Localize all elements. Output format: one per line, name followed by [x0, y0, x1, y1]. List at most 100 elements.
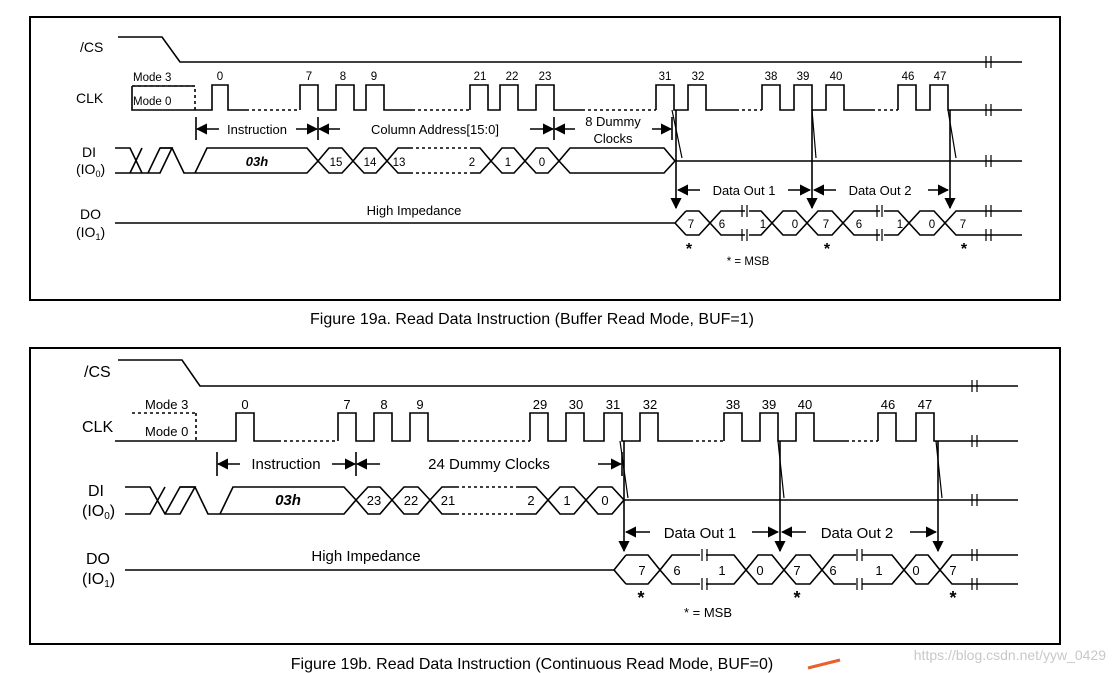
figure-a-do-label: DO — [80, 206, 101, 222]
figure-a-msb-star: * — [686, 241, 693, 258]
figure-b-di-bit: 22 — [404, 493, 418, 508]
figure-b-di-label: DI — [88, 483, 104, 500]
figure-a-do-bit: 7 — [823, 219, 829, 231]
figure-b-clk-start — [115, 412, 278, 442]
figure-a-clk-number: 9 — [371, 71, 377, 83]
figure-a-di-addr-high — [316, 147, 410, 174]
figure-a-do-bit: 7 — [960, 219, 966, 231]
figure-a-do-byte1 — [686, 210, 809, 236]
figure-a-di-bit: 0 — [539, 157, 545, 169]
figure-b-cs-signal — [118, 359, 1018, 387]
figure-b-do-byte1 — [626, 554, 786, 585]
figure-a-clk-number: 46 — [902, 71, 915, 83]
figure-a-cs-signal — [118, 36, 1022, 63]
figure-a-do-bit: 0 — [792, 219, 798, 231]
figure-b-clk-number: 38 — [726, 397, 740, 412]
figure-a-do-bit: 7 — [688, 219, 694, 231]
figure-a-di-bit: 13 — [393, 157, 406, 169]
figure-b-cs-label: /CS — [84, 364, 111, 381]
figure-b-do-bit: 7 — [949, 563, 956, 578]
figure-b-do-byte3 — [939, 554, 1018, 585]
figure-b-clk-number: 39 — [762, 397, 776, 412]
figure-b-di-bit: 21 — [441, 493, 455, 508]
figure-a-clk-label: CLK — [76, 90, 104, 106]
figure-b-do-bit: 7 — [793, 563, 800, 578]
figure-b-do-bit: 0 — [756, 563, 763, 578]
figure-a-do-bit: 6 — [719, 219, 725, 231]
figure-a-do-hiz — [115, 210, 687, 236]
figure-a-clk-number: 39 — [797, 71, 810, 83]
figure-a-clk-31-32 — [655, 84, 736, 111]
figure-a-msb-star: * — [824, 241, 831, 258]
figure-a-do-bit: 6 — [856, 219, 862, 231]
figure-b-dummy-label: 24 Dummy Clocks — [428, 456, 550, 473]
figure-b-clk-7-9 — [337, 412, 456, 442]
figure-b-do-bit: 6 — [829, 563, 836, 578]
figure-b-di-bit: 2 — [527, 493, 534, 508]
figure-b-clk-number: 46 — [881, 397, 895, 412]
figure-a-dummy-label-line2: Clocks — [593, 131, 633, 146]
figure-a-clk-number: 31 — [659, 71, 672, 83]
figure-b-clk-number: 30 — [569, 397, 583, 412]
figure-a-frame — [29, 16, 1061, 301]
figure-b-do-bit: 0 — [912, 563, 919, 578]
figure-b-data-out-1-label: Data Out 1 — [664, 525, 737, 542]
figure-b-di-bit: 0 — [601, 493, 608, 508]
figure-b-clk-number: 8 — [380, 397, 387, 412]
figure-b-clk-38-40 — [723, 412, 846, 442]
figure-a-di-dontcare — [115, 147, 174, 174]
figure-a-di-bit: 15 — [330, 157, 343, 169]
figure-a-di-bit: 1 — [505, 157, 511, 169]
figure-a-di-label: DI — [82, 144, 96, 160]
figure-a-high-impedance-label: High Impedance — [367, 203, 462, 218]
figure-a-clk-numbers: 0 7 8 9 21 22 23 31 32 38 39 40 46 47 — [217, 71, 947, 83]
figure-b-clk-number: 9 — [416, 397, 423, 412]
figure-b-do-bit: 1 — [718, 563, 725, 578]
figure-a-di-bit: 14 — [364, 157, 377, 169]
figure-b-clk-29-32 — [529, 412, 690, 442]
figure-a-di-bit: 2 — [469, 157, 475, 169]
figure-a-do-bit: 1 — [897, 219, 903, 231]
figure-a-dummy-label-line1: 8 Dummy — [585, 114, 641, 129]
figure-a-instruction-label: Instruction — [227, 122, 287, 137]
figure-a-clk-number: 32 — [692, 71, 705, 83]
figure-b-di-bit: 1 — [563, 493, 570, 508]
figure-b-di-dontcare — [125, 486, 197, 515]
figure-b-do-byte2 — [782, 554, 942, 585]
figure-a-clk-7-9 — [299, 84, 412, 111]
figure-a-di-io-label: (IO0) — [76, 161, 105, 179]
figure-a-do-byte2 — [805, 210, 947, 236]
figure-b-clk-label: CLK — [82, 419, 113, 436]
figure-b-clk-46-47 — [877, 412, 1018, 442]
figure-a-mode3-label: Mode 3 — [133, 72, 171, 84]
figure-a-di-dummy — [557, 147, 1022, 174]
figure-b-caption: Figure 19b. Read Data Instruction (Conti… — [291, 656, 773, 673]
figure-b-mode0-label: Mode 0 — [145, 424, 188, 439]
figure-a-clk-number: 38 — [765, 71, 778, 83]
figure-a-do-io-label: (IO1) — [76, 224, 105, 242]
figure-a-clk-number: 21 — [474, 71, 487, 83]
pointer-mark — [807, 658, 841, 670]
figure-a-do-bit: 1 — [760, 219, 766, 231]
figure-a-caption: Figure 19a. Read Data Instruction (Buffe… — [310, 311, 754, 328]
figure-b-clk-number: 7 — [343, 397, 350, 412]
figure-a-clk-number: 8 — [340, 71, 346, 83]
figure-a-clk-46-47 — [897, 84, 1022, 111]
figure-b-do-io-label: (IO1) — [82, 571, 115, 590]
figure-b-instruction-label: Instruction — [251, 456, 320, 473]
figure-b-data-out-2-label: Data Out 2 — [821, 525, 894, 542]
figure-b-clk-number: 29 — [533, 397, 547, 412]
figure-b-di-dummy-high — [354, 486, 456, 515]
figure-b-di-dummy-low — [518, 486, 1018, 515]
figure-b-msb-star: * — [793, 588, 800, 608]
figure-b-do-bit: 6 — [673, 563, 680, 578]
figure-b-high-impedance-label: High Impedance — [311, 548, 420, 565]
figure-a-clk-number: 7 — [306, 71, 312, 83]
figure-a-mode0-label: Mode 0 — [133, 96, 171, 108]
figure-b-do-bit: 7 — [638, 563, 645, 578]
figure-a-clk-38-40 — [761, 84, 872, 111]
figure-b-clk-number: 32 — [643, 397, 657, 412]
figure-b-msb-star: * — [637, 588, 644, 608]
figure-a-clk-number: 40 — [830, 71, 843, 83]
